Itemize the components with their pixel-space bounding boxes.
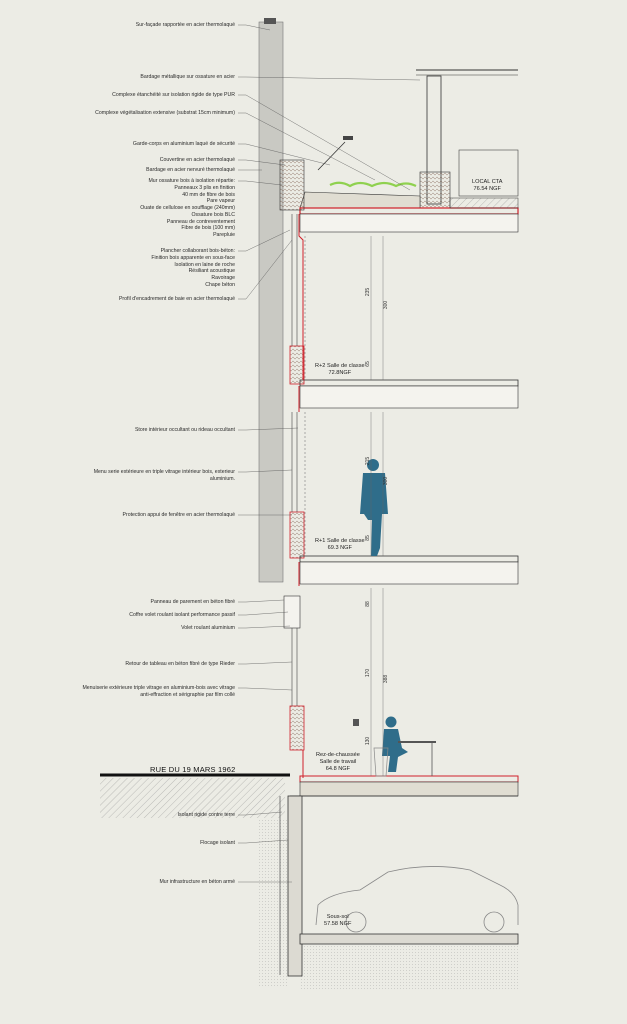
soil-infra	[258, 818, 288, 988]
car-outline	[315, 866, 519, 926]
leader-line	[238, 625, 291, 629]
guardrail	[317, 141, 346, 171]
level-label-cta: LOCAL CTA 76.54 NGF	[472, 179, 503, 192]
dimension-label: 235	[365, 287, 371, 297]
annotation-label: Bardage en acier nervuré thermolaqué	[146, 167, 235, 173]
annotation-label: Garde-corps en aluminium laqué de sécuri…	[132, 141, 235, 147]
annotation-label: Flocage isolant	[200, 840, 235, 846]
level-label-r2: R+2 Salle de classe 72.8NGF	[315, 363, 365, 376]
annotation-label: Retour de tableau en béton fibré de type…	[125, 661, 235, 667]
dimension-label: 88	[365, 601, 371, 607]
soil-hatch	[100, 778, 285, 818]
wall-panel-top	[279, 159, 305, 211]
basement-slab	[299, 933, 519, 945]
leader-line	[238, 811, 283, 816]
dimension-label: 170	[365, 668, 371, 678]
leader-line	[238, 839, 289, 844]
dimension-label: 85	[365, 535, 371, 541]
dimension-label: 388	[383, 674, 389, 684]
annotation-label: Complexe végétalisation extensive (subst…	[95, 110, 235, 116]
green-roof	[329, 181, 417, 188]
leader-lines	[238, 24, 421, 883]
leader-line	[238, 229, 291, 252]
dimension-label: 215	[365, 456, 371, 466]
desk	[398, 741, 436, 743]
leader-line	[238, 427, 299, 431]
leader-line	[238, 469, 293, 473]
soil-below-slab	[300, 945, 518, 990]
annotation-label: Plancher collaborant bois-béton: Finitio…	[151, 248, 235, 288]
floor-r3	[299, 213, 519, 233]
annotation-label: Sur-façade rapportée en acier thermolaqu…	[135, 22, 235, 28]
slab-r1-top	[299, 555, 519, 563]
leader-line	[238, 112, 376, 181]
dimension-label: 300	[383, 476, 389, 486]
chair	[373, 747, 389, 777]
level-label-basement: Sous-sol 57.58 NGF	[324, 914, 352, 927]
slab-rdc-top	[299, 775, 519, 783]
leader-line	[238, 76, 421, 81]
annotation-label: Profil d'encadrement de baie en acier th…	[118, 296, 235, 302]
roof-membrane	[299, 207, 519, 215]
guardrail-cap	[343, 136, 353, 140]
slab-r2-top	[299, 379, 519, 387]
sur-facade	[258, 21, 284, 583]
annotation-label: Volet roulant aluminium	[181, 625, 235, 631]
leader-line	[238, 687, 293, 691]
street-name-label: RUE DU 19 MARS 1962	[150, 765, 236, 774]
local-cta-box	[458, 149, 519, 197]
dimension-label: 65	[365, 361, 371, 367]
seated-person-figure	[382, 716, 408, 772]
leader-line	[238, 599, 285, 603]
airtight-line-r2	[298, 214, 304, 380]
roof-upstand	[419, 171, 451, 209]
slab-r2	[299, 385, 519, 409]
annotation-label: Store intérieur occultant ou rideau occu…	[134, 427, 235, 433]
wall-panel-r2	[289, 345, 305, 385]
annotation-label: Couvertine en acier thermolaqué	[159, 157, 235, 163]
annotation-label: Protection appui de fenêtre en acier the…	[122, 512, 235, 518]
leader-line	[238, 159, 286, 166]
level-label-rdc: Rez-de-chaussée Salle de travail 64.8 NG…	[316, 752, 360, 772]
car-wheel-front	[345, 911, 367, 933]
annotation-label: Mur ossature bois à isolation répartie: …	[140, 178, 235, 238]
cta-slab	[449, 197, 519, 209]
basement-wall	[287, 795, 303, 977]
sur-facade-cap	[264, 18, 276, 24]
annotation-label: Menuiserie extérieure triple vitrage en …	[82, 685, 235, 698]
dimension-label: 130	[365, 736, 371, 746]
car-wheel-rear	[483, 911, 505, 933]
wall-panel-r1	[289, 511, 305, 559]
leader-line	[238, 143, 331, 166]
slab-rdc	[299, 781, 519, 797]
leader-line	[238, 611, 289, 616]
dimension-label: 300	[383, 300, 389, 310]
leader-line	[238, 239, 293, 300]
annotation-label: Complexe étanchéité sur isolation rigide…	[112, 92, 235, 98]
annotation-label: Panneau de parement en béton fibré	[150, 599, 235, 605]
leader-line	[238, 661, 293, 665]
standing-person-figure	[360, 459, 388, 556]
annotation-label: Bardage métallique sur ossature en acier	[140, 74, 235, 80]
annotation-label: Menu serie extérieure en triple vitrage …	[93, 469, 235, 482]
roof-slab	[299, 191, 421, 209]
annotation-label: Mur infrastructure en béton armé	[159, 879, 235, 885]
leader-line	[238, 180, 283, 186]
annotation-label: Isolant rigide contre terre	[177, 812, 235, 818]
leader-line	[238, 24, 271, 31]
wall-panel-rdc	[289, 705, 305, 751]
desk-lamp	[353, 719, 359, 726]
annotation-label: Coffre volet roulant isolant performance…	[129, 612, 235, 618]
slab-r1	[299, 561, 519, 585]
level-label-r1: R+1 Salle de classe 69.3 NGF	[315, 538, 365, 551]
leader-line	[238, 94, 411, 191]
